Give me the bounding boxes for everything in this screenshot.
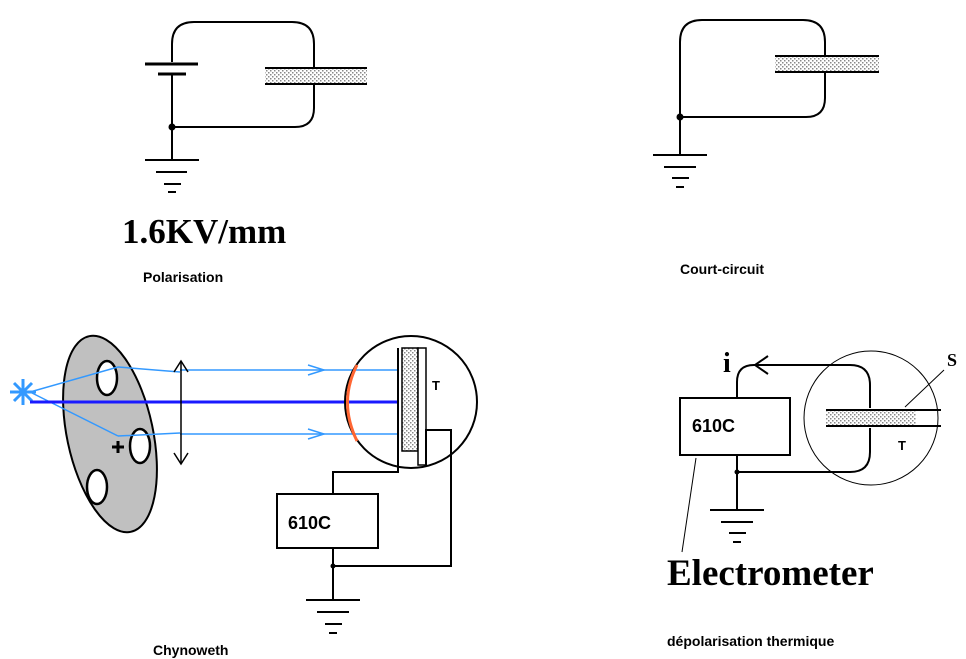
chynoweth-instrument-label: 610C: [288, 513, 331, 533]
sample-capacitor: [775, 55, 879, 73]
sample-capacitor: [826, 409, 941, 427]
ground-icon: [710, 509, 764, 543]
sample-capacitor: [265, 67, 367, 85]
wheel-axis-icon: [112, 441, 124, 453]
polarisation-panel: [145, 21, 367, 193]
court-circuit-wire: [679, 19, 826, 155]
chynoweth-panel: T 610C: [10, 334, 478, 634]
ground-icon: [306, 599, 360, 634]
junction-node: [676, 113, 684, 121]
court-circuit-caption: Court-circuit: [680, 261, 764, 277]
depolarisation-caption: dépolarisation thermique: [667, 633, 834, 649]
electrometer-label: Electrometer: [667, 553, 874, 594]
junction-node: [330, 563, 336, 569]
field-strength-label: 1.6KV/mm: [122, 212, 286, 251]
sample-enclosure: [344, 335, 478, 469]
lens-arc: [346, 364, 359, 442]
wheel-hole: [95, 359, 119, 397]
light-source-icon: [10, 379, 36, 405]
polarisation-return-wire: [172, 84, 315, 128]
sample-inner-label: T: [898, 438, 906, 453]
light-beam: [29, 366, 398, 437]
junction-node: [734, 469, 740, 475]
depolarisation-return-wire: [737, 428, 871, 473]
ground-icon: [145, 159, 199, 193]
polarisation-caption: Polarisation: [143, 269, 223, 285]
chynoweth-wiring: [332, 429, 452, 600]
court-circuit-return-wire: [680, 73, 826, 118]
sample-label: S: [947, 350, 957, 370]
sample-stack: [397, 347, 427, 466]
ground-icon: [653, 154, 707, 188]
depolarisation-instrument-label: 610C: [692, 416, 735, 436]
chynoweth-sample-label: T: [432, 378, 440, 393]
wheel-hole: [128, 427, 152, 465]
chynoweth-caption: Chynoweth: [153, 642, 228, 658]
sample-enclosure: [803, 350, 939, 486]
arrow-right-icon: [307, 364, 327, 440]
court-circuit-panel: [653, 19, 879, 188]
sample-pointer-line: [904, 369, 945, 408]
current-label: i: [723, 348, 731, 379]
wheel-hole: [85, 468, 109, 506]
polarisation-circuit-wire: [171, 21, 315, 68]
depolarisation-instrument-box: [679, 397, 791, 456]
chynoweth-instrument-box: [276, 493, 379, 549]
current-arrow-icon: [753, 355, 769, 375]
depolarisation-panel: i S T 610C Electrometer: [667, 348, 957, 594]
lens-icon: [173, 359, 189, 466]
depolarisation-circuit-wire: [736, 364, 871, 408]
electrometer-pointer-line: [681, 457, 697, 553]
junction-node: [168, 123, 176, 131]
